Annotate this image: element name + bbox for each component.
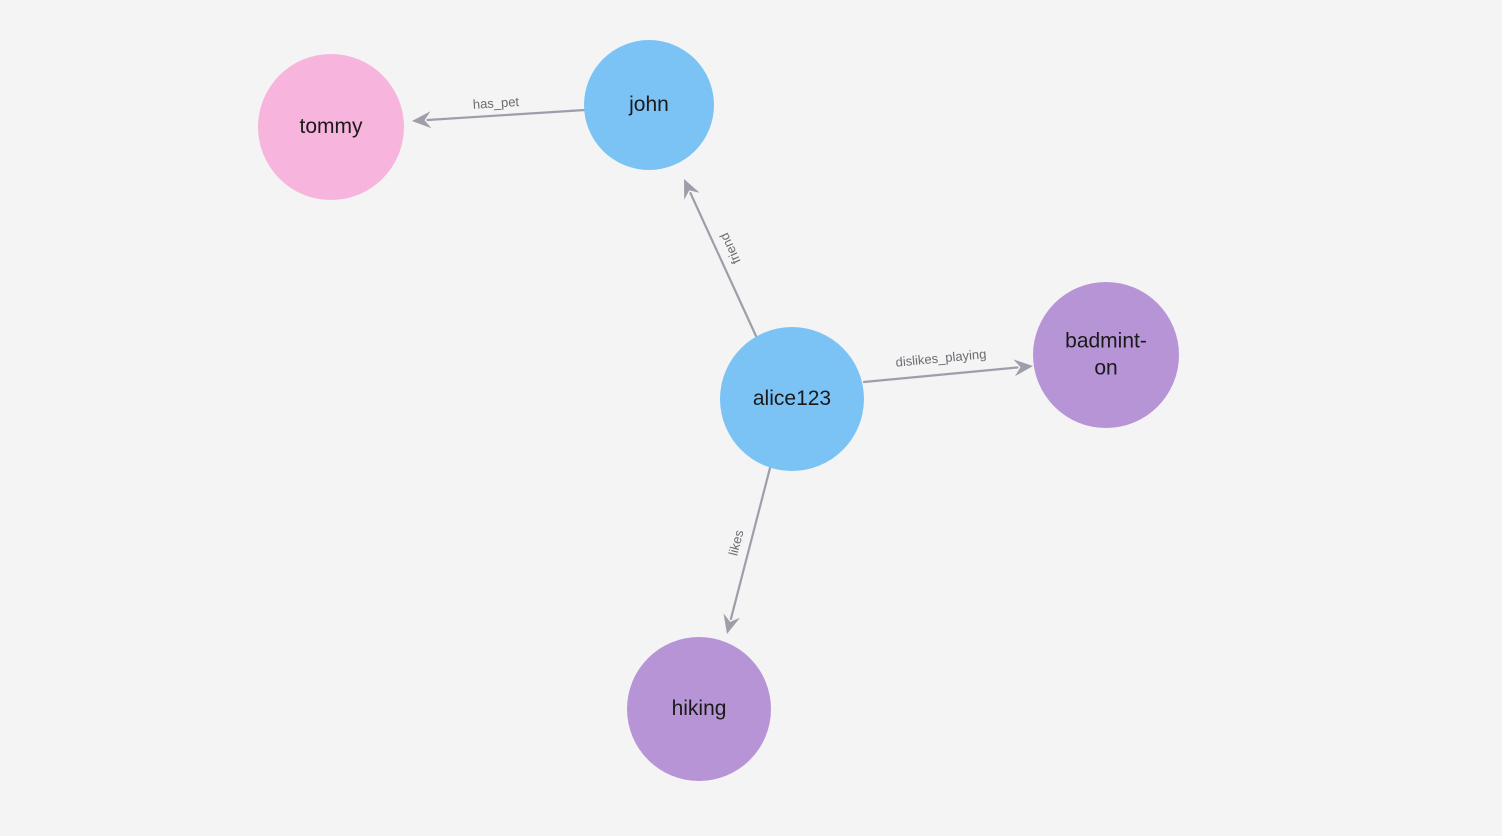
graph-node-john[interactable]: john — [584, 40, 714, 170]
edge-label: has_pet — [472, 94, 519, 112]
edge-arrowhead — [412, 111, 432, 129]
graph-node-hiking[interactable]: hiking — [627, 637, 771, 781]
graph-edge[interactable]: dislikes_playing — [862, 346, 1033, 384]
node-circle[interactable] — [1033, 282, 1179, 428]
edge-line — [729, 466, 772, 621]
graph-node-badminton[interactable]: badmint-on — [1033, 282, 1179, 428]
edge-arrowhead — [1013, 359, 1033, 377]
edge-line — [862, 366, 1019, 384]
graph-edge[interactable]: has_pet — [412, 94, 587, 129]
edge-label: likes — [725, 528, 746, 557]
graph-node-alice123[interactable]: alice123 — [720, 327, 864, 471]
graph-edge[interactable]: friend — [684, 179, 758, 338]
edge-line — [426, 108, 587, 122]
nodes-layer: tommy john alice123 badmint-on hiking — [258, 40, 1179, 781]
edge-arrowhead — [684, 179, 700, 200]
edge-line — [689, 192, 758, 338]
graph-edge[interactable]: likes — [723, 466, 772, 634]
node-circle[interactable] — [720, 327, 864, 471]
edge-arrowhead — [723, 613, 740, 634]
node-circle[interactable] — [258, 54, 404, 200]
edge-label: dislikes_playing — [895, 346, 987, 370]
graph-node-tommy[interactable]: tommy — [258, 54, 404, 200]
node-circle[interactable] — [627, 637, 771, 781]
node-circle[interactable] — [584, 40, 714, 170]
